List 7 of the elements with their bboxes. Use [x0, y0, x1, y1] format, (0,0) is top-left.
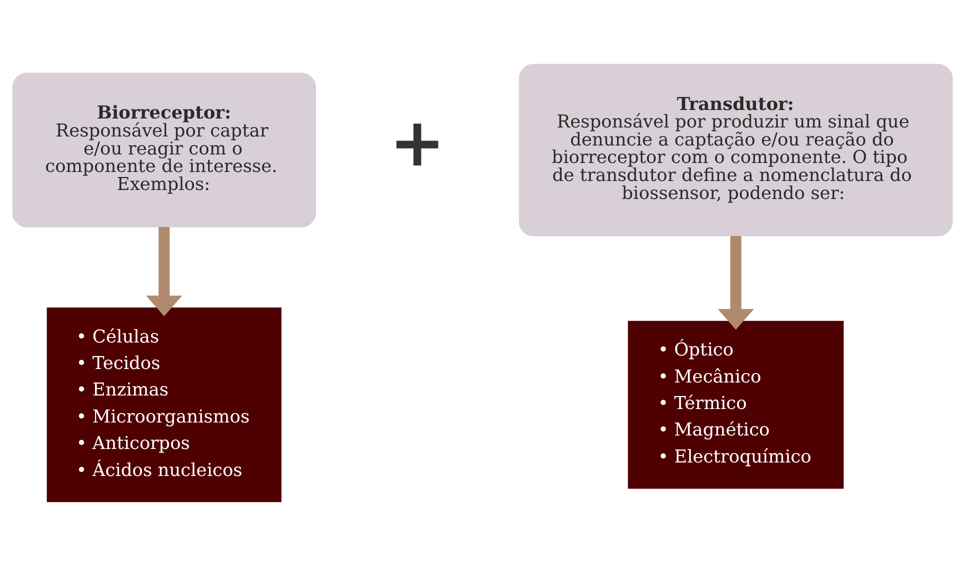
arrow — [718, 236, 754, 330]
arrow — [146, 226, 182, 316]
label: + — [389, 104, 446, 182]
node-box: Transdutor: Responsável por produzir um sinal que denuncie a captação e/ou reação do biorreceptor com o componente. O tipo de transdutor define a nomenclatura do biossensor, podendo ser: — [518, 64, 953, 236]
node-box: • Óptico • Mecânico • Térmico • Magnético • Electroquímico — [628, 320, 844, 489]
node-box: • Células • Tecidos • Enzimas • Microorganismos • Anticorpos • Ácidos nucleicos — [46, 307, 282, 502]
node-box: Biorreceptor: Responsável por captar e/ou reagir com o componente de interesse. Exemplos: — [12, 72, 316, 228]
